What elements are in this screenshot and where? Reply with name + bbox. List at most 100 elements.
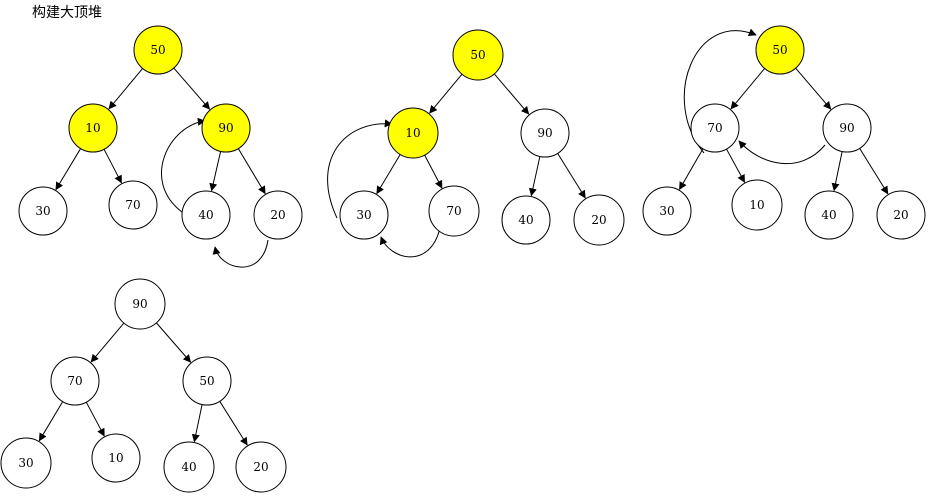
step-2-node-label-6: 20 [591, 213, 606, 227]
step-3-node-label-2: 90 [839, 121, 854, 135]
step-1-node-label-6: 20 [270, 208, 285, 222]
step-2-node-3: 30 [339, 190, 389, 240]
step-3-edge-1-4 [726, 148, 745, 183]
step-1-node-4: 70 [108, 180, 158, 230]
step-2-node-circle-0 [452, 29, 504, 81]
step-2-edge-2-6 [557, 153, 586, 199]
step-3-node-6: 20 [876, 190, 926, 240]
step-1-node-circle-4 [108, 180, 158, 230]
step-2-node-circle-4 [428, 185, 480, 237]
step-2-node-5: 40 [501, 195, 551, 245]
step-3-node-label-3: 30 [659, 204, 674, 218]
step-2-node-6: 20 [573, 194, 625, 246]
step-4-node-circle-1 [50, 356, 100, 406]
step-4-node-label-6: 20 [253, 460, 268, 474]
step-4-edge-2-5 [191, 404, 203, 443]
step-1-edge-1-4 [103, 149, 122, 184]
step-3-node-label-6: 20 [893, 208, 908, 222]
step-2-node-circle-2 [520, 108, 570, 158]
step-2-node-1: 10 [387, 107, 439, 159]
step-4-edge-0-1 [90, 322, 125, 363]
step-2-node-circle-5 [501, 195, 551, 245]
step-3-node-5: 40 [804, 190, 854, 240]
step-2-node-0: 50 [452, 29, 504, 81]
step-3-node-3: 30 [642, 186, 692, 236]
step-3-node-circle-4 [731, 179, 783, 231]
step-1-node-circle-2 [201, 103, 251, 153]
step-2-edge-2-5 [528, 156, 541, 197]
step-2-node-circle-1 [387, 107, 439, 159]
step-1-node-5: 40 [181, 190, 231, 240]
step-2-node-label-0: 50 [470, 48, 485, 62]
step-3-node-label-1: 70 [707, 121, 722, 135]
step-1-node-0: 50 [133, 25, 183, 75]
step-1-node-label-5: 40 [198, 208, 213, 222]
step-1-node-2: 90 [201, 103, 251, 153]
step-2-node-circle-3 [339, 190, 389, 240]
step-1-node-circle-5 [181, 190, 231, 240]
step-3-node-0: 50 [755, 25, 805, 75]
swap-arrow-30-to-10 [327, 119, 393, 219]
step-4-node-5: 40 [163, 441, 215, 493]
step-1-edge-1-3 [55, 148, 82, 191]
step-2-node-label-4: 70 [446, 204, 461, 218]
swap-arrow-90-to-70 [738, 140, 826, 165]
step-4-node-label-5: 40 [181, 460, 196, 474]
page-title: 构建大顶堆 [32, 5, 102, 21]
step-4-node-circle-3 [0, 437, 52, 489]
step-4-node-circle-6 [235, 441, 287, 493]
step-3-node-label-5: 40 [821, 208, 836, 222]
step-3-edge-0-2 [795, 67, 832, 110]
step-4-node-label-2: 50 [199, 374, 214, 388]
step-2-edge-0-2 [493, 73, 530, 115]
step-4-node-6: 20 [235, 441, 287, 493]
step-4-node-label-4: 10 [108, 451, 123, 465]
step-2-edge-1-4 [424, 154, 443, 189]
step-1-node-circle-3 [18, 186, 68, 236]
step-1-node-circle-1 [68, 103, 118, 153]
step-4-edge-0-2 [156, 322, 192, 363]
step-3-node-4: 10 [731, 179, 783, 231]
step-1-node-1: 10 [68, 103, 118, 153]
step-3-node-2: 90 [822, 103, 872, 153]
step-1-node-3: 30 [18, 186, 68, 236]
step-4-node-circle-2 [182, 356, 232, 406]
step-2-node-label-5: 40 [518, 213, 533, 227]
step-3-node-circle-5 [804, 190, 854, 240]
step-3-edge-0-1 [730, 68, 766, 110]
step-4-node-circle-4 [91, 433, 141, 483]
step-3-node-circle-3 [642, 186, 692, 236]
step-3-node-circle-1 [690, 103, 740, 153]
step-1-edge-2-5 [209, 151, 222, 192]
step-4-edge-2-6 [219, 401, 248, 446]
swap-arrow-90-to-90 [161, 117, 206, 213]
step-4-node-3: 30 [0, 437, 52, 489]
step-2-node-label-1: 10 [405, 126, 420, 140]
step-2-node-2: 90 [520, 108, 570, 158]
step-3-edge-1-3 [679, 148, 704, 191]
step-3-node-label-0: 50 [772, 43, 787, 57]
step-3-node-circle-6 [876, 190, 926, 240]
step-1-node-label-3: 30 [35, 204, 50, 218]
step-4-node-circle-5 [163, 441, 215, 493]
step-1-node-label-4: 70 [125, 198, 140, 212]
step-3-node-circle-0 [755, 25, 805, 75]
step-4-node-0: 90 [114, 278, 166, 330]
step-1-node-6: 20 [253, 190, 303, 240]
step-3-node-1: 70 [690, 103, 740, 153]
step-1-edge-0-1 [108, 68, 144, 110]
step-4-node-4: 10 [91, 433, 141, 483]
step-1-node-label-1: 10 [85, 121, 100, 135]
swap-arrow-70-to-30 [379, 227, 441, 258]
step-1-node-circle-6 [253, 190, 303, 240]
step-4-node-label-0: 90 [132, 297, 147, 311]
step-4-node-label-1: 70 [67, 374, 82, 388]
step-3-edge-2-6 [859, 148, 889, 195]
step-4-edge-1-4 [85, 401, 105, 437]
step-1-edge-0-2 [173, 67, 211, 110]
step-3-node-label-4: 10 [749, 198, 764, 212]
step-2-node-circle-6 [573, 194, 625, 246]
step-4-node-label-3: 30 [18, 456, 33, 470]
step-2-node-label-2: 90 [537, 126, 552, 140]
